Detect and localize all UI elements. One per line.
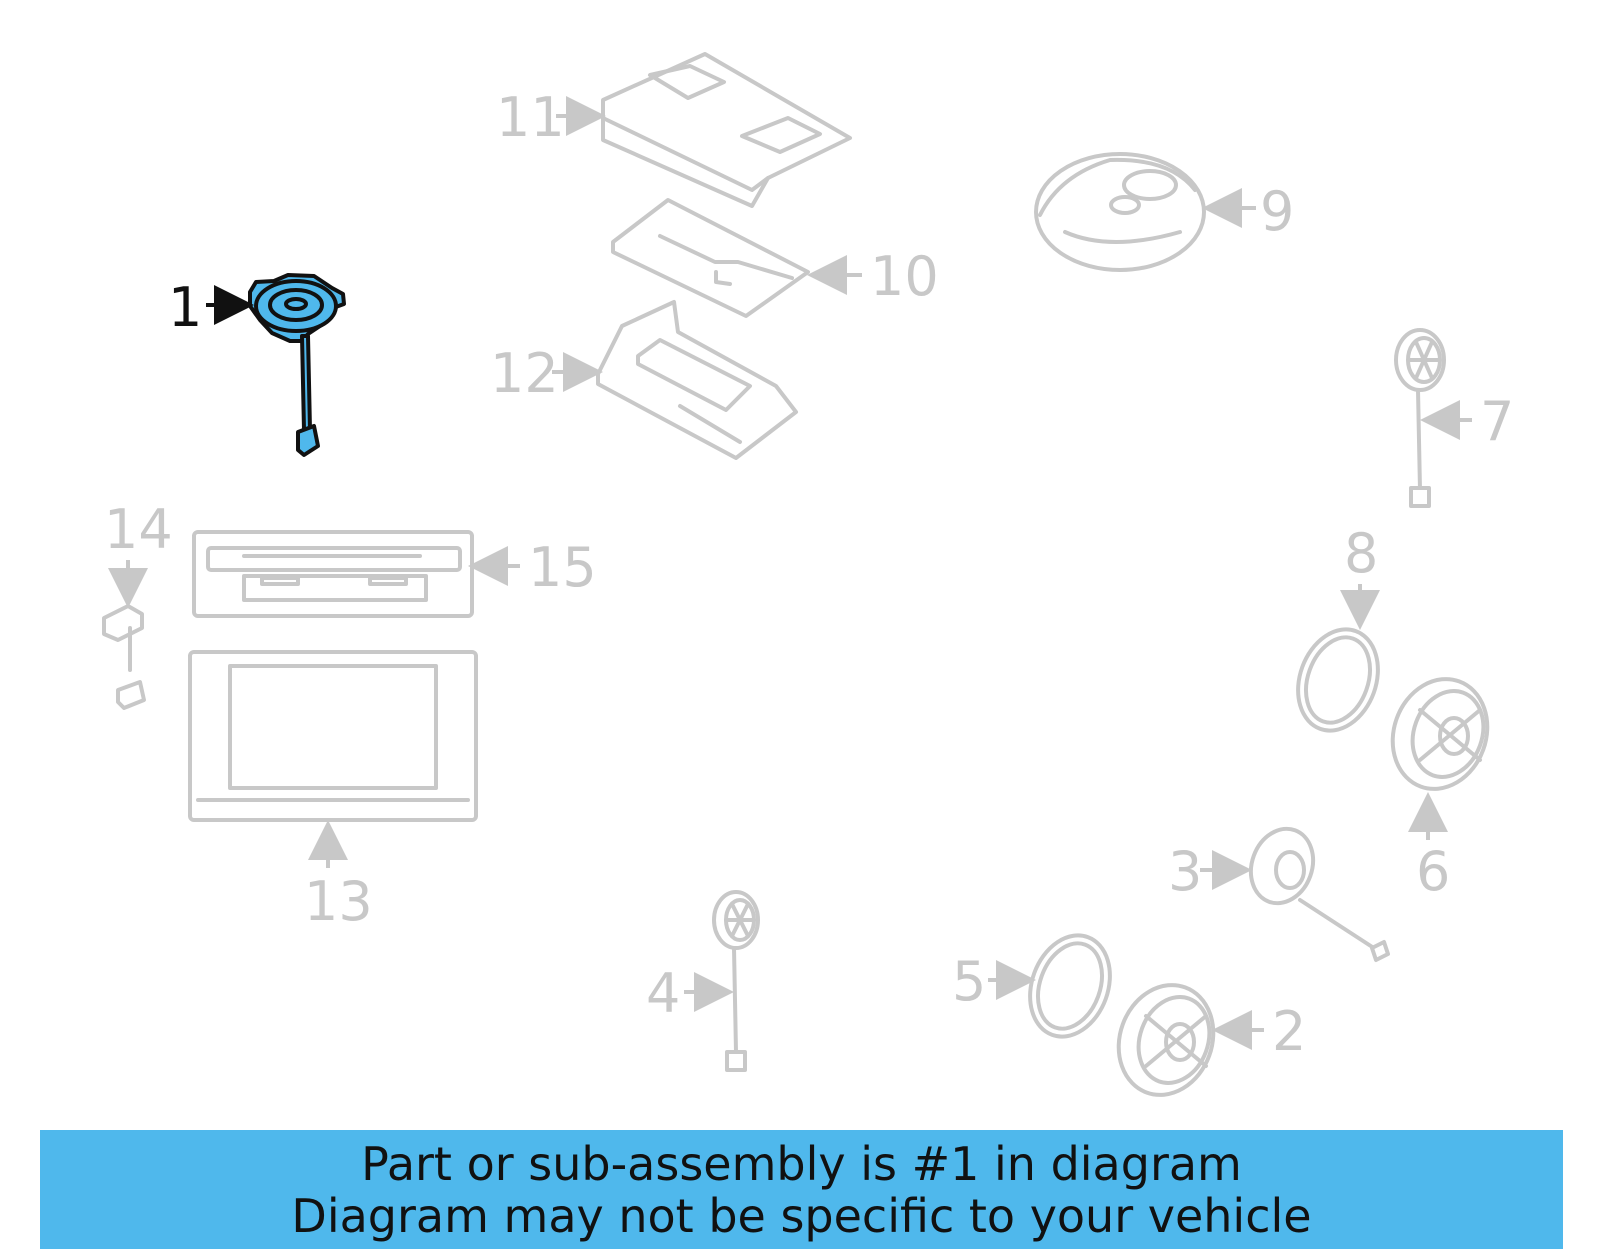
callout-12-label: 12 [490,342,559,405]
callout-4: 4 [646,962,734,1025]
callout-8: 8 [1340,522,1380,630]
callout-7-label: 7 [1480,390,1514,453]
callout-6: 6 [1408,792,1450,903]
callout-14-label: 14 [104,498,173,561]
part-7-tweeter[interactable] [1394,328,1446,508]
part-8-seal-ring[interactable] [1285,618,1392,742]
part-2-speaker[interactable] [1104,972,1229,1109]
part-9-subwoofer[interactable] [1034,152,1206,272]
callout-5: 5 [952,950,1036,1013]
part-14-harness[interactable] [102,604,146,710]
callout-2-label: 2 [1272,1000,1306,1063]
banner-line-part: Part or sub-assembly is #1 in diagram [361,1136,1242,1191]
part-5-seal-ring[interactable] [1017,924,1124,1048]
callout-14: 14 [104,498,173,608]
part-13-display[interactable] [188,650,478,822]
callout-13-label: 13 [304,870,373,933]
callout-15-label: 15 [528,536,597,599]
callout-1: 1 [168,276,254,339]
info-banner: Part or sub-assembly is #1 in diagram Di… [40,1130,1563,1249]
callout-13: 13 [304,820,373,933]
part-1-speaker[interactable] [248,273,346,457]
callout-6-label: 6 [1416,840,1450,903]
part-10-bracket[interactable] [611,198,810,318]
part-4-tweeter[interactable] [712,890,760,1072]
callout-10: 10 [807,245,939,308]
part-15-media-unit[interactable] [192,530,474,618]
callout-11-label: 11 [496,86,565,149]
callout-3: 3 [1168,840,1252,903]
callout-5-label: 5 [952,950,986,1013]
callout-9: 9 [1202,180,1294,243]
callout-12: 12 [490,342,603,405]
callout-11: 11 [496,86,606,149]
part-12-tray[interactable] [596,300,798,460]
callout-7: 7 [1420,390,1514,453]
banner-line-disclaimer: Diagram may not be specific to your vehi… [291,1188,1312,1243]
callout-9-label: 9 [1260,180,1294,243]
callout-10-label: 10 [870,245,939,308]
callout-1-label: 1 [168,276,202,339]
part-11-amplifier[interactable] [601,52,852,208]
part-6-speaker[interactable] [1378,666,1503,803]
part-3-tweeter[interactable] [1241,820,1390,962]
callout-4-label: 4 [646,962,680,1025]
callout-3-label: 3 [1168,840,1202,903]
callout-15: 15 [468,536,597,599]
callout-2: 2 [1212,1000,1306,1063]
callout-8-label: 8 [1344,522,1378,585]
